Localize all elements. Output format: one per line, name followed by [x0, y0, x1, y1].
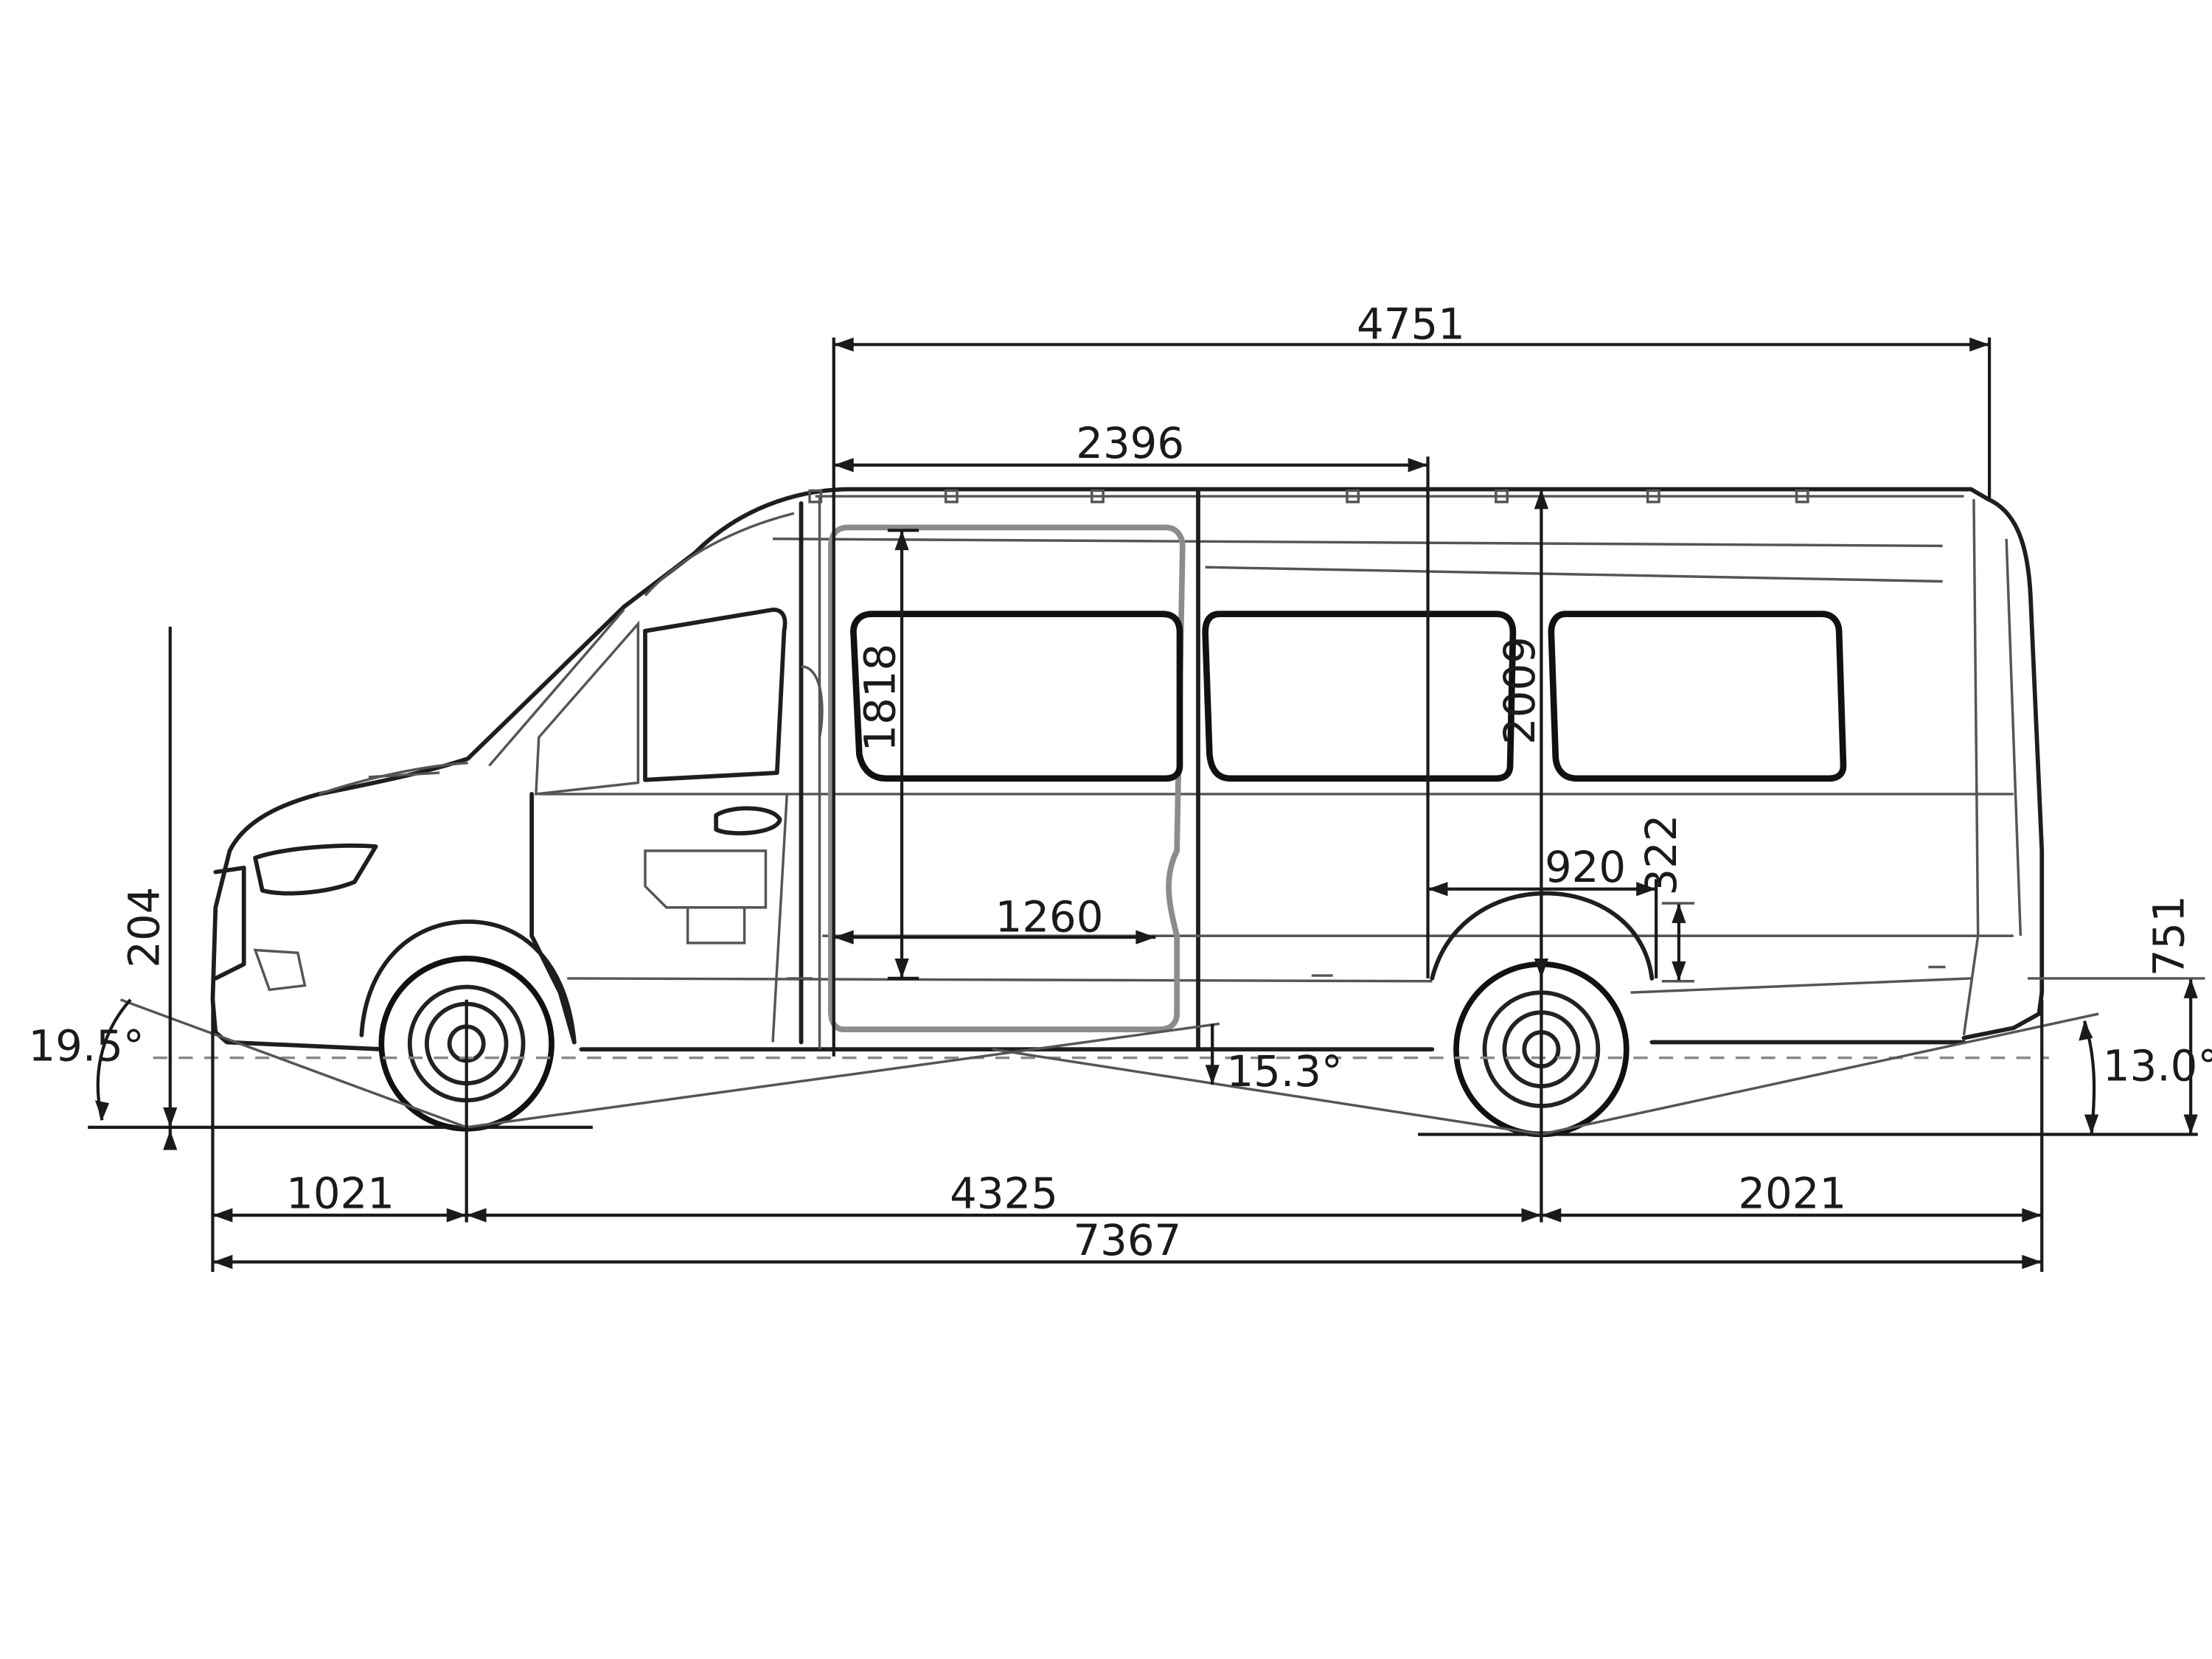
label-departure-angle: 13.0°: [2103, 1040, 2212, 1091]
label-wheelbase: 4325: [950, 1168, 1058, 1218]
sliding-door-outline: [828, 524, 1186, 1032]
label-rear-overhang: 2021: [1738, 1168, 1846, 1218]
window-2: [1202, 611, 1517, 782]
label-approach-angle: 19.5°: [28, 1020, 144, 1071]
label-ramp-angle: 15.3°: [1226, 1046, 1342, 1096]
van-outline: [210, 487, 2045, 1051]
label-cargo-length: 4751: [1357, 299, 1465, 349]
label-door-to-bulkhead: 2396: [1076, 418, 1184, 468]
label-front-overhang: 1021: [286, 1168, 394, 1218]
label-wheel-arch-height: 322: [1636, 815, 1686, 896]
label-wheel-arch-length: 920: [1545, 842, 1626, 892]
roof-rail-clips: [808, 489, 1809, 504]
label-door-height: 1818: [855, 644, 905, 752]
label-rear-loading-height: 751: [2144, 895, 2194, 976]
window-3: [1548, 611, 1847, 782]
window-1: [850, 611, 1183, 782]
side-windows: [850, 611, 1847, 782]
dimension-labels: 4751 2396 1260 920 1021 4325 2021 7367 1…: [28, 299, 2212, 1265]
arrowheads: [94, 337, 2198, 1270]
ground-lines: [88, 998, 2198, 1136]
label-front-height: 204: [119, 887, 169, 968]
dimension-lines: [96, 337, 2205, 1272]
label-overall-length: 7367: [1073, 1215, 1181, 1265]
label-interior-height: 2009: [1495, 636, 1545, 745]
label-door-opening-width: 1260: [995, 891, 1104, 942]
